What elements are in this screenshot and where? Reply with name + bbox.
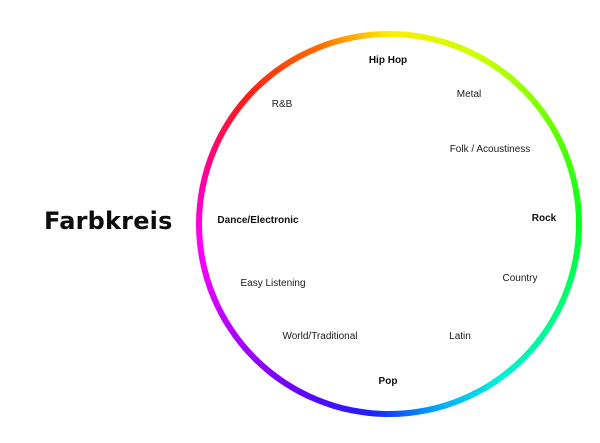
genre-label-easy-listening: Easy Listening [240, 278, 306, 289]
color-wheel-center [202, 37, 576, 411]
page-title: Farbkreis [44, 207, 173, 235]
genre-label-pop: Pop [378, 376, 398, 387]
genre-label-dance-electronic: Dance/Electronic [217, 215, 299, 226]
genre-label-r-and-b: R&B [271, 99, 293, 110]
color-wheel [196, 31, 582, 417]
genre-label-country: Country [502, 273, 538, 284]
genre-label-folk-acoustiness: Folk / Acoustiness [449, 144, 531, 155]
genre-label-hip-hop: Hip Hop [368, 55, 408, 66]
genre-label-rock: Rock [531, 213, 557, 224]
genre-label-world-traditional: World/Traditional [282, 331, 358, 342]
genre-label-metal: Metal [456, 89, 482, 100]
genre-label-latin: Latin [449, 331, 471, 342]
